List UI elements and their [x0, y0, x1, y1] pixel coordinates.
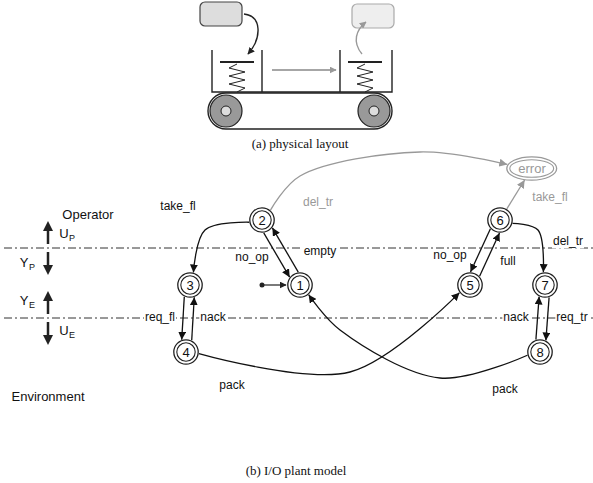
- initial-arrow: [264, 284, 286, 285]
- signal-name: P: [69, 234, 75, 243]
- state-circle: 5: [457, 272, 483, 298]
- unload-arrow: [356, 22, 366, 54]
- transition-arrow: [470, 229, 490, 272]
- error-state: error: [506, 156, 557, 181]
- transition-arrow: [182, 297, 185, 340]
- event-label: no_op: [432, 249, 467, 262]
- signal-name: E: [29, 301, 35, 310]
- transition-arrow: [309, 295, 528, 379]
- tray: [212, 50, 392, 92]
- roller: [358, 95, 390, 127]
- transition-arrow: [507, 180, 525, 209]
- state-label: 3: [186, 279, 193, 292]
- event-label: take_fl: [531, 191, 568, 204]
- signal-name: P: [29, 263, 35, 272]
- belt: [208, 93, 392, 129]
- event-label: empty: [303, 245, 338, 258]
- event-label: no_op: [234, 251, 269, 264]
- state-label: 8: [536, 346, 543, 359]
- event-label: take_fl: [159, 200, 196, 213]
- event-label: del_tr: [552, 235, 584, 248]
- figure-caption: (b) I/O plant model: [246, 464, 347, 477]
- event-label: req_tr: [555, 311, 588, 324]
- state-label: 6: [496, 214, 503, 227]
- event-label: pack: [218, 379, 245, 392]
- state-label: 2: [258, 214, 265, 227]
- state-circle: 7: [532, 272, 558, 298]
- transition-arrow: [192, 297, 195, 340]
- state-label: 7: [541, 279, 548, 292]
- layer-name: Environment: [12, 390, 85, 403]
- direction-arrow: [47, 322, 50, 340]
- state-circle: 8: [527, 339, 553, 365]
- conveyor-drawing: [200, 2, 394, 129]
- load-arrow: [244, 14, 258, 54]
- direction-arrow: [47, 296, 50, 314]
- transition-arrow: [480, 233, 500, 276]
- event-label: pack: [491, 383, 518, 396]
- item-box: [352, 4, 394, 28]
- separator-line: [4, 248, 593, 249]
- event-label: req_fl: [144, 311, 176, 324]
- event-label: nack: [502, 311, 529, 324]
- layer-name: Operator: [62, 208, 113, 221]
- state-circle: 1: [287, 272, 313, 298]
- spring: [357, 64, 373, 92]
- state-label: 5: [466, 279, 473, 292]
- state-label: 1: [296, 279, 303, 292]
- transition-arrow: [513, 223, 544, 272]
- transition-arrow: [193, 222, 249, 272]
- state-circle: 6: [487, 207, 513, 233]
- transition-arrow: [546, 297, 549, 340]
- signal-name: E: [69, 331, 75, 340]
- event-label: nack: [199, 311, 226, 324]
- event-label: del_tr: [302, 196, 334, 209]
- state-circle: 4: [173, 339, 199, 365]
- state-label: 4: [182, 346, 189, 359]
- figure-caption: (a) physical layout: [252, 137, 349, 150]
- spring: [229, 64, 245, 92]
- state-circle: 2: [249, 207, 275, 233]
- signal-name: U: [59, 227, 68, 240]
- roller: [210, 95, 242, 127]
- transition-arrow: [270, 152, 507, 210]
- state-label: error: [518, 162, 545, 175]
- initial-dot: [260, 283, 265, 288]
- signal-name: Y: [20, 294, 29, 307]
- direction-arrow: [47, 252, 50, 270]
- transition-arrow: [536, 297, 539, 340]
- state-circle: 3: [177, 272, 203, 298]
- transition-arrow: [272, 228, 298, 272]
- event-label: full: [499, 255, 516, 268]
- item-box: [200, 2, 242, 26]
- direction-arrow: [47, 226, 50, 244]
- signal-name: Y: [20, 256, 29, 269]
- signal-name: U: [59, 324, 68, 337]
- transport-arrow: [272, 69, 336, 70]
- transition-arrow: [199, 293, 460, 375]
